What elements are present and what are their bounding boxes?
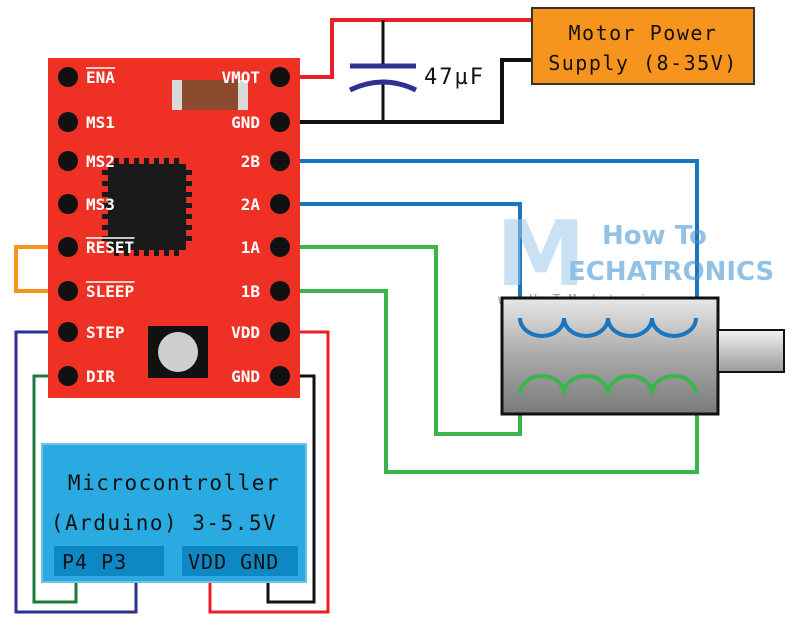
pin-sleep	[58, 281, 78, 301]
pin-2a-3	[270, 194, 290, 214]
pin-label-gnd-7: GND	[231, 367, 260, 386]
pin-label-ms1: MS1	[86, 113, 115, 132]
chip-pin	[144, 250, 149, 256]
pin-label-sleep: SLEEP	[86, 282, 134, 301]
chip-pin	[124, 158, 129, 164]
pin-label-2b-2: 2B	[241, 152, 261, 171]
mcu-pins-right: VDD GND	[188, 550, 279, 574]
wire-1a	[290, 245, 522, 436]
wire-2a	[290, 202, 522, 330]
chip-pin	[114, 158, 119, 164]
capacitor-label: 47µF	[424, 65, 485, 90]
pin-label-1b-5: 1B	[241, 282, 261, 301]
chip-pin	[114, 250, 119, 256]
svg-text:M: M	[496, 202, 586, 307]
wire-vdd	[208, 330, 330, 614]
pin-label-vmot-0: VMOT	[221, 68, 260, 87]
chip-pin	[174, 158, 179, 164]
chip-pin	[164, 158, 169, 164]
chip-pin	[102, 225, 108, 230]
chip-pin	[124, 250, 129, 256]
wire-vmot	[290, 18, 532, 79]
capacitor	[348, 63, 418, 93]
pin-2b-2	[270, 151, 290, 171]
driver-chip	[102, 158, 192, 256]
wire-gnd-supply	[290, 58, 532, 124]
chip-pin	[186, 214, 192, 219]
chip-pin	[102, 203, 108, 208]
chip-pin	[144, 158, 149, 164]
stepper-motor	[500, 296, 785, 416]
chip-pin	[186, 181, 192, 186]
watermark-logo: M How To ECHATRONICS www.HowToMechatroni…	[496, 202, 774, 308]
pin-ena	[58, 67, 78, 87]
power-supply-line1: Motor Power	[569, 21, 718, 45]
chip-pin	[186, 236, 192, 241]
wire-step	[14, 330, 138, 614]
pin-vmot-0	[270, 67, 290, 87]
chip-pin	[102, 214, 108, 219]
chip-pin	[186, 225, 192, 230]
chip-pin	[102, 192, 108, 197]
pin-vdd-6	[270, 322, 290, 342]
pin-label-gnd-1: GND	[231, 113, 260, 132]
chip-pin	[102, 181, 108, 186]
chip-pin	[154, 158, 159, 164]
chip-pin	[134, 158, 139, 164]
pin-label-ena: ENA	[86, 68, 115, 87]
pin-label-step: STEP	[86, 323, 125, 342]
watermark-line2: ECHATRONICS	[568, 257, 774, 287]
power-supply-box	[531, 7, 755, 85]
chip-pin	[154, 250, 159, 256]
chip-pin	[102, 170, 108, 175]
pin-label-ms2: MS2	[86, 152, 115, 171]
microcontroller-subtitle: (Arduino) 3-5.5V	[51, 511, 277, 535]
mcu-pins-left: P4 P3	[62, 550, 127, 574]
coil-a	[518, 317, 698, 338]
pin-1a-4	[270, 237, 290, 257]
coil-b	[518, 374, 698, 395]
chip-pin	[164, 250, 169, 256]
microcontroller-title: Microcontroller	[68, 471, 280, 495]
pin-label-1a-4: 1A	[241, 238, 261, 257]
chip-pin	[186, 203, 192, 208]
pin-ms1	[58, 112, 78, 132]
chip-pin	[186, 192, 192, 197]
pin-dir	[58, 366, 78, 386]
pin-label-ms3: MS3	[86, 195, 115, 214]
pin-reset	[58, 237, 78, 257]
power-supply-line2: Supply (8-35V)	[548, 51, 738, 75]
wire-reset-sleep	[14, 245, 68, 293]
pin-1b-5	[270, 281, 290, 301]
pin-gnd-7	[270, 366, 290, 386]
motor-shaft	[717, 329, 785, 373]
pin-label-reset: RESET	[86, 238, 134, 257]
watermark-line1: How To	[602, 221, 707, 251]
pin-label-2a-3: 2A	[241, 195, 261, 214]
wire-1b	[290, 289, 699, 474]
chip-pin	[174, 250, 179, 256]
chip-pin	[186, 170, 192, 175]
pin-step	[58, 322, 78, 342]
wire-2b	[290, 159, 699, 330]
wire-gnd-mcu	[266, 374, 316, 604]
pin-label-dir: DIR	[86, 367, 115, 386]
potentiometer-knob	[158, 332, 198, 372]
pin-label-vdd-6: VDD	[231, 323, 260, 342]
wire-dir	[32, 374, 78, 604]
mcu-pin-strip-left	[54, 546, 164, 576]
chip-pin	[134, 250, 139, 256]
mcu-pin-strip-right	[182, 546, 298, 576]
pin-gnd-1	[270, 112, 290, 132]
pin-ms3	[58, 194, 78, 214]
pin-ms2	[58, 151, 78, 171]
resistor-body	[182, 80, 238, 110]
